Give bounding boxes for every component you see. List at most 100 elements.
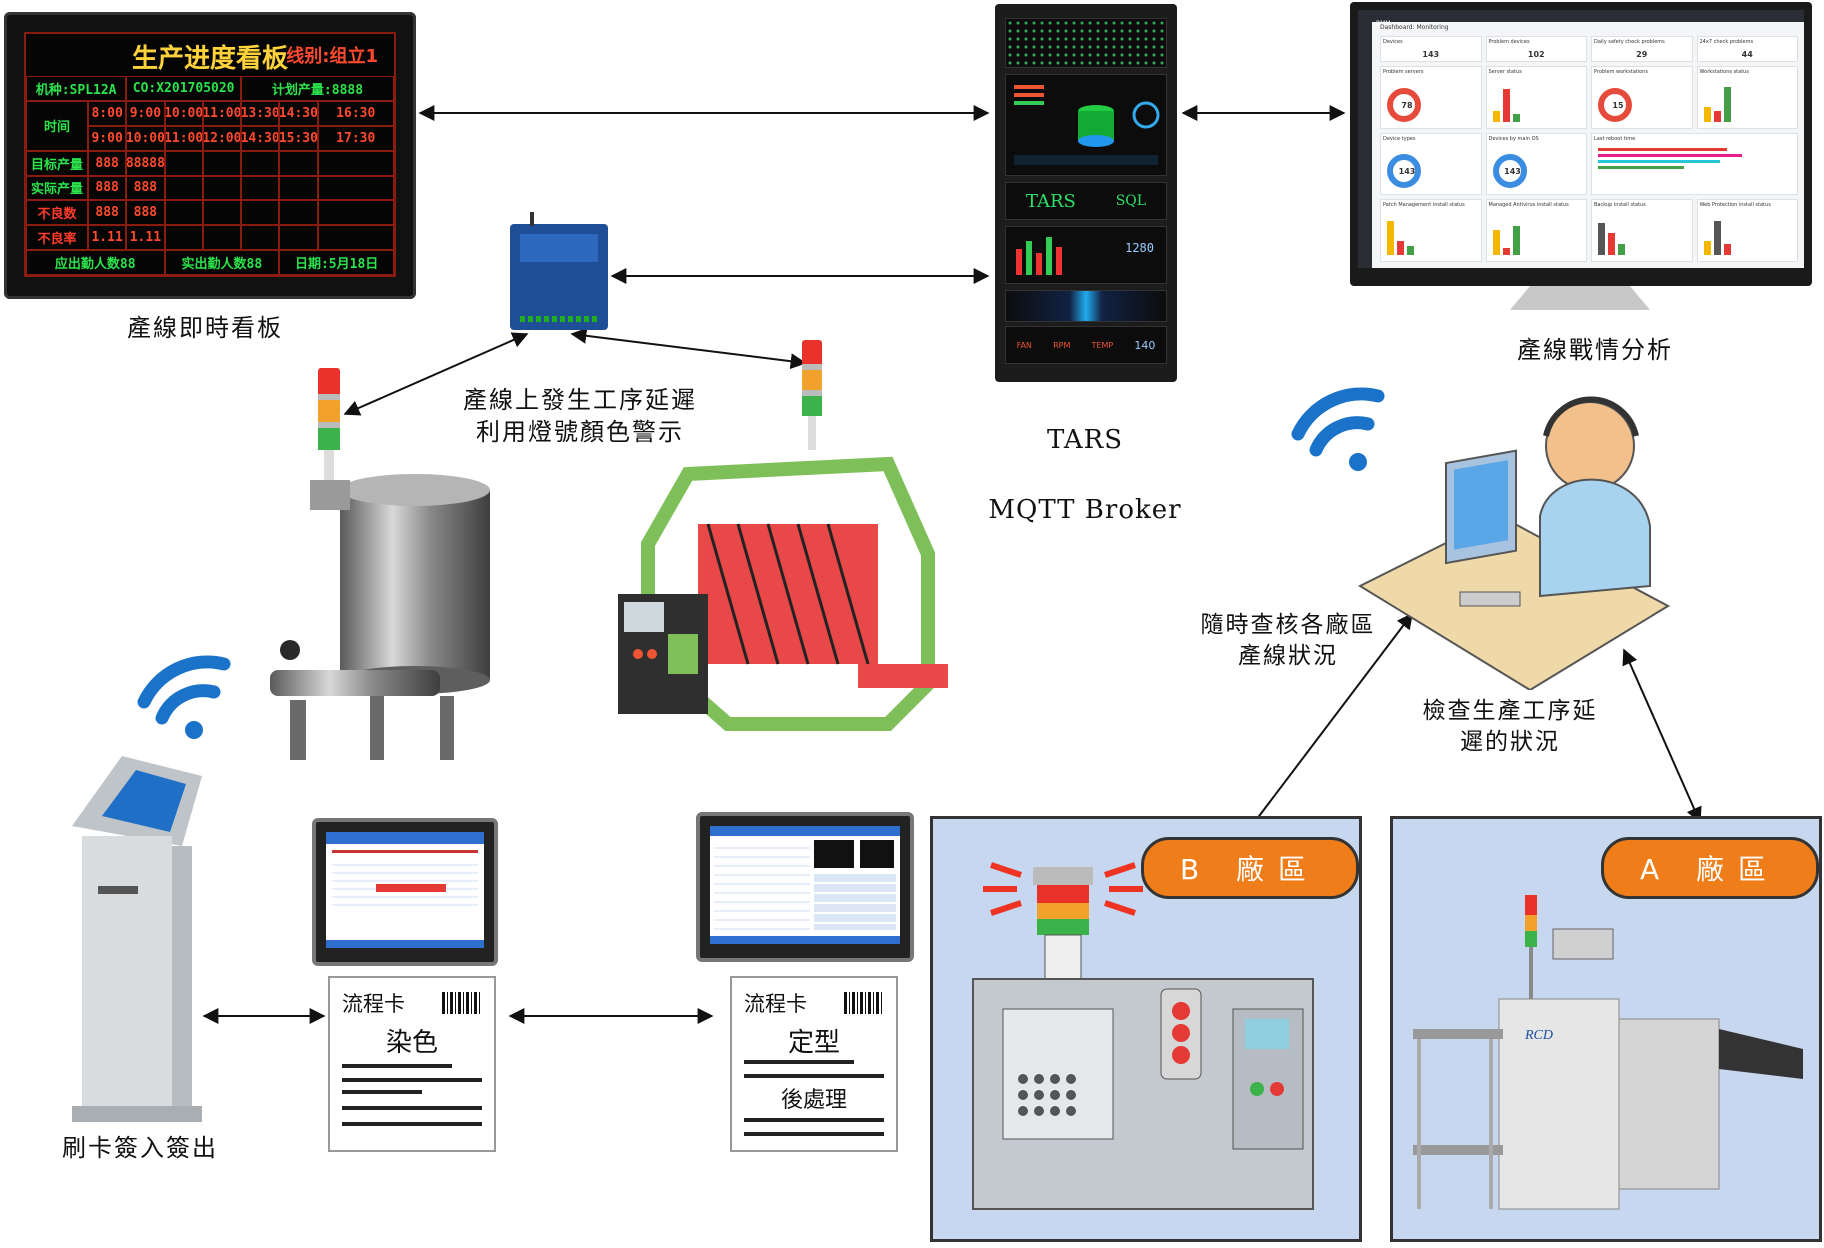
donut-chart bbox=[1387, 154, 1421, 189]
led-actual-value: 888 bbox=[126, 175, 165, 201]
dashboard-card[interactable]: Last reboot time bbox=[1591, 132, 1798, 196]
barcode-icon bbox=[844, 992, 882, 1014]
factory-zone-b: B 廠區 bbox=[930, 816, 1362, 1242]
dashboard-card[interactable]: Daily safety check problems 29 bbox=[1591, 36, 1693, 62]
dashboard-card[interactable]: Patch Management install status bbox=[1380, 199, 1482, 262]
bar-chart bbox=[1492, 86, 1543, 122]
dashboard-caption: 產線戰情分析 bbox=[1517, 336, 1673, 364]
tower-light-left bbox=[318, 368, 340, 480]
bar-chart bbox=[1598, 219, 1648, 255]
card-kiosk bbox=[62, 746, 212, 1126]
check-delay-caption: 檢查生產工序延 遲的狀況 bbox=[1422, 698, 1598, 756]
donut-chart bbox=[1492, 154, 1527, 189]
led-time: 14:30 bbox=[279, 100, 318, 126]
broker-caption-line2: MQTT Broker bbox=[988, 495, 1182, 526]
card-title: Devices by main OS bbox=[1488, 135, 1539, 142]
donut-chart bbox=[1387, 87, 1421, 122]
flow-card-process: 定型 bbox=[787, 1028, 840, 1058]
flow-card-title: 流程卡 bbox=[342, 992, 405, 1016]
led-time: 14:30 bbox=[241, 125, 280, 151]
check-lines-caption: 隨時查核各廠區 產線狀況 bbox=[1200, 612, 1376, 670]
led-plan: 计划产量:8888 bbox=[241, 76, 394, 101]
led-model: 机种:SPL12A bbox=[26, 76, 127, 101]
led-time-label: 时间 bbox=[26, 100, 88, 151]
dyeing-tank-machine bbox=[250, 470, 530, 770]
dashboard-card[interactable]: Device types 143 bbox=[1380, 132, 1482, 196]
rack-sql-label: SQL bbox=[1115, 193, 1147, 209]
arrow-gateway-tower-left bbox=[343, 332, 529, 416]
led-board-title: 生产进度看板 bbox=[131, 44, 288, 74]
dashboard-topbar: RMM bbox=[1358, 10, 1804, 27]
led-board-caption: 產線即時看板 bbox=[127, 314, 283, 342]
hbar-chart bbox=[1598, 147, 1742, 169]
monitor-stand bbox=[1500, 286, 1660, 314]
arrow-desk-zone-b bbox=[1243, 612, 1413, 838]
flow-card-process: 染色 bbox=[385, 1028, 438, 1058]
led-planned-staff: 应出勤人数88 bbox=[26, 250, 165, 275]
dashboard-card[interactable]: Managed Antivirus install status bbox=[1485, 199, 1587, 262]
led-actual-staff: 实出勤人数88 bbox=[164, 250, 280, 275]
dashboard-app-name: RMM bbox=[1376, 20, 1391, 27]
dashboard-card[interactable]: Workstations status bbox=[1696, 66, 1798, 129]
led-defect-count-value: 888 bbox=[88, 200, 127, 226]
led-target-value: 888 bbox=[88, 150, 127, 176]
card-title: Problem workstations bbox=[1594, 69, 1648, 75]
dashboard-card[interactable]: Devices 143 bbox=[1380, 36, 1482, 62]
dashboard-card[interactable]: Problem workstations 15 bbox=[1591, 66, 1693, 129]
card-title: Problem devices bbox=[1488, 39, 1530, 45]
led-time: 9:00 bbox=[88, 125, 127, 151]
card-title: Daily safety check problems bbox=[1594, 39, 1665, 45]
led-time: 17:30 bbox=[317, 125, 394, 151]
dashboard-card[interactable]: Problem devices 102 bbox=[1485, 36, 1587, 62]
card-title: Workstations status bbox=[1699, 69, 1749, 75]
card-value: 143 bbox=[1422, 50, 1440, 59]
led-target-label: 目标产量 bbox=[26, 150, 88, 176]
server-rack: TARS SQL 1280 FAN RPM TEMP 140 bbox=[995, 4, 1177, 382]
card-value: 102 bbox=[1527, 50, 1545, 59]
card-title: Last reboot time bbox=[1594, 135, 1636, 142]
tablet-dyeing[interactable] bbox=[312, 818, 498, 966]
led-date: 日期:5月18日 bbox=[279, 250, 394, 275]
card-title: Problem servers bbox=[1383, 69, 1424, 75]
dashboard-card[interactable]: Backup install status bbox=[1591, 199, 1693, 262]
rack-rpm-label: RPM bbox=[1053, 340, 1071, 350]
flow-card-dyeing[interactable]: 流程卡 染色 bbox=[328, 976, 496, 1152]
card-title: Devices bbox=[1383, 39, 1403, 45]
led-defect-rate-value: 1.11 bbox=[88, 225, 127, 251]
dashboard-card[interactable]: Web Protection install status bbox=[1696, 199, 1798, 262]
dashboard-card[interactable]: Devices by main OS 143 bbox=[1485, 132, 1587, 196]
led-time: 15:30 bbox=[279, 125, 318, 151]
kiosk-caption: 刷卡簽入簽出 bbox=[62, 1134, 218, 1162]
donut-chart bbox=[1598, 87, 1632, 122]
led-time: 11:00 bbox=[164, 125, 203, 151]
rack-tars-label: TARS bbox=[1025, 190, 1076, 212]
flow-card-subprocess: 後處理 bbox=[780, 1088, 847, 1113]
broker-caption-line1: TARS bbox=[1046, 425, 1124, 456]
arrow-desk-zone-a bbox=[1622, 648, 1702, 824]
dashboard-card[interactable]: Server status bbox=[1485, 66, 1587, 129]
card-value: 143 bbox=[1398, 167, 1416, 177]
led-time: 10:00 bbox=[126, 125, 165, 151]
card-value: 15 bbox=[1612, 100, 1624, 110]
led-production-board: 生产进度看板 线别:组立1 机种:SPL12A CO:X201705020 计划… bbox=[4, 12, 416, 299]
led-defect-count-value: 888 bbox=[126, 200, 165, 226]
bar-chart bbox=[1703, 219, 1754, 255]
card-value: 143 bbox=[1504, 167, 1521, 177]
card-value: 44 bbox=[1741, 50, 1753, 59]
wifi-icon bbox=[128, 652, 240, 752]
led-time: 12:00 bbox=[202, 125, 241, 151]
barcode-icon bbox=[442, 992, 480, 1014]
flow-card-title: 流程卡 bbox=[744, 992, 807, 1016]
card-title: Web Protection install status bbox=[1699, 202, 1771, 209]
flow-card-setting[interactable]: 流程卡 定型 後處理 bbox=[730, 976, 898, 1152]
led-board-line: 线别:组立1 bbox=[286, 46, 378, 67]
card-title: Device types bbox=[1383, 135, 1416, 142]
led-time: 16:30 bbox=[317, 100, 394, 126]
zone-b-tag: B 廠區 bbox=[1141, 837, 1359, 899]
tablet-setting[interactable] bbox=[696, 812, 914, 962]
card-value: 29 bbox=[1636, 50, 1648, 59]
rack-temp-label: TEMP bbox=[1091, 340, 1114, 350]
